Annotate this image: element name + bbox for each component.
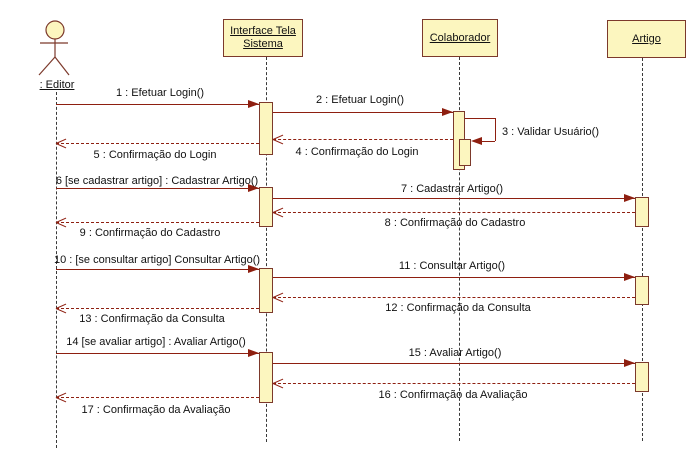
message-2-line <box>273 112 453 113</box>
participant-label: Artigo <box>632 32 661 45</box>
message-7-line <box>273 198 635 199</box>
activation-bar-interface-tela-sistema <box>259 187 273 227</box>
message-16-label: 16 : Confirmação da Avaliação <box>378 389 528 401</box>
message-14-arrowhead <box>248 349 259 357</box>
participant-box-artigo: Artigo <box>607 20 686 58</box>
message-10-line <box>56 269 259 270</box>
activation-bar-colaborador <box>459 139 471 166</box>
message-6-arrowhead <box>248 184 259 192</box>
message-9-line <box>56 222 259 223</box>
message-3-label: 3 : Validar Usuário() <box>502 126 599 138</box>
message-17-label: 17 : Confirmação da Avaliação <box>81 404 231 416</box>
activation-bar-artigo <box>635 197 649 227</box>
message-11-arrowhead <box>624 273 635 281</box>
message-4-label: 4 : Confirmação do Login <box>295 146 419 158</box>
activation-bar-artigo <box>635 362 649 392</box>
message-12-line <box>273 297 635 298</box>
message-3-line <box>481 141 495 142</box>
participant-label: Interface Tela <box>230 25 296 37</box>
message-11-line <box>273 277 635 278</box>
lifeline-editor <box>56 92 57 448</box>
message-5-label: 5 : Confirmação do Login <box>93 149 217 161</box>
actor-icon <box>38 20 70 76</box>
message-2-label: 2 : Efetuar Login() <box>315 94 405 106</box>
message-10-label: 10 : [se consultar artigo] Consultar Art… <box>53 254 261 266</box>
activation-bar-artigo <box>635 276 649 305</box>
message-13-label: 13 : Confirmação da Consulta <box>79 313 225 325</box>
message-14-label: 14 [se avaliar artigo] : Avaliar Artigo(… <box>66 336 246 348</box>
message-6-label: 6 [se cadastrar artigo] : Cadastrar Arti… <box>55 175 259 187</box>
message-17-line <box>56 397 259 398</box>
message-1-label: 1 : Efetuar Login() <box>115 87 205 99</box>
activation-bar-interface-tela-sistema <box>259 352 273 403</box>
message-8-label: 8 : Confirmação do Cadastro <box>384 217 526 229</box>
message-4-line <box>273 139 453 140</box>
message-7-arrowhead <box>624 194 635 202</box>
message-9-label: 9 : Confirmação do Cadastro <box>79 227 221 239</box>
message-8-line <box>273 212 635 213</box>
lifeline-interface-tela-sistema <box>266 57 267 442</box>
lifeline-artigo <box>642 58 643 441</box>
actor-label: : Editor <box>39 79 75 91</box>
message-1-line <box>56 104 259 105</box>
activation-bar-interface-tela-sistema <box>259 268 273 313</box>
participant-box-colaborador: Colaborador <box>422 19 498 57</box>
message-2-arrowhead <box>442 108 453 116</box>
message-3-arrowhead <box>471 137 482 145</box>
message-6-line <box>56 188 259 189</box>
message-16-line <box>273 383 635 384</box>
message-3-line <box>465 118 495 119</box>
message-11-label: 11 : Consultar Artigo() <box>398 260 506 272</box>
activation-bar-interface-tela-sistema <box>259 102 273 155</box>
message-5-line <box>56 143 259 144</box>
message-7-label: 7 : Cadastrar Artigo() <box>400 183 504 195</box>
lifeline-colaborador <box>459 57 460 441</box>
message-1-arrowhead <box>248 100 259 108</box>
message-15-line <box>273 363 635 364</box>
message-12-label: 12 : Confirmação da Consulta <box>385 302 531 314</box>
message-10-arrowhead <box>248 265 259 273</box>
message-15-arrowhead <box>624 359 635 367</box>
message-15-label: 15 : Avaliar Artigo() <box>408 347 502 359</box>
message-13-line <box>56 308 259 309</box>
participant-label: Sistema <box>243 38 283 50</box>
message-14-line <box>56 353 259 354</box>
message-3-line <box>495 118 496 141</box>
participant-label: Colaborador <box>429 31 491 44</box>
